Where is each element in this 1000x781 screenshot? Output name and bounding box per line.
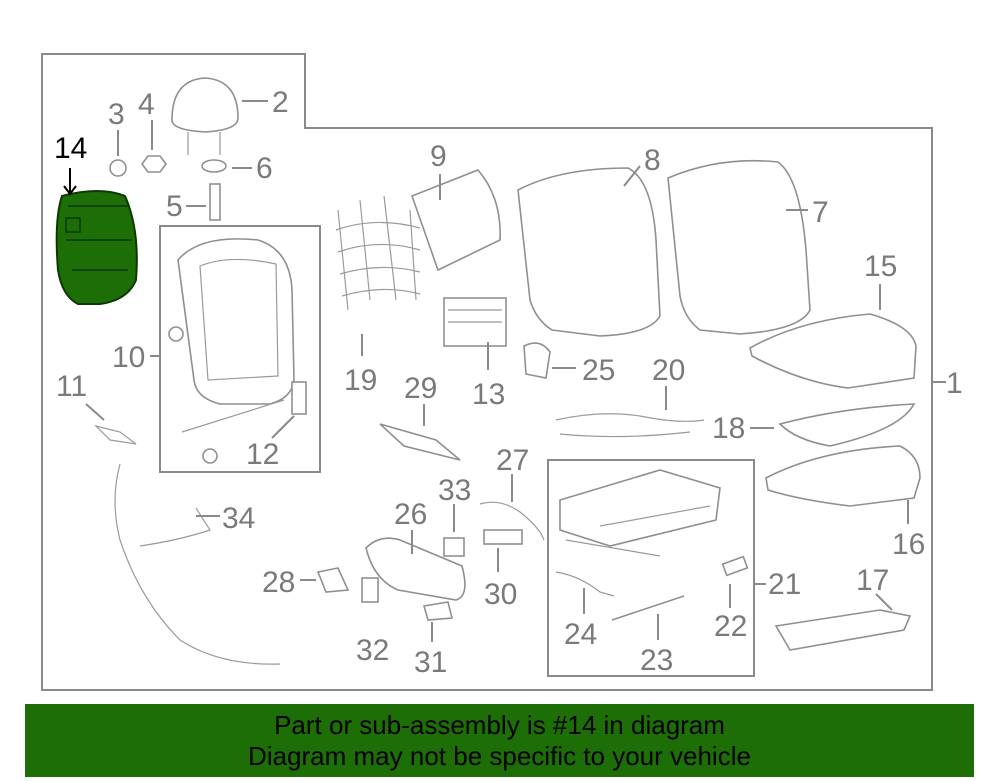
callout-9: 9 xyxy=(430,140,447,173)
part-4-nut xyxy=(141,155,167,173)
part-21-seat-adjuster xyxy=(559,469,721,547)
part-33-switch xyxy=(443,537,465,557)
callout-17: 17 xyxy=(856,564,889,597)
part-13-module xyxy=(443,297,507,347)
part-14-cover[interactable] xyxy=(55,190,138,305)
callout-10: 10 xyxy=(112,341,145,374)
callout-25: 25 xyxy=(582,354,615,387)
callout-33: 33 xyxy=(438,474,471,507)
callout-6: 6 xyxy=(256,152,273,185)
callout-28: 28 xyxy=(262,566,295,599)
part-3-clip xyxy=(109,159,127,177)
banner-line-disclaimer: Diagram may not be specific to your vehi… xyxy=(248,741,751,771)
callout-31: 31 xyxy=(414,646,447,679)
callout-5: 5 xyxy=(166,190,183,223)
assembly-boundary xyxy=(41,53,933,691)
part-24-cable xyxy=(555,571,615,597)
part-15-cushion-top xyxy=(749,313,917,389)
callout-16: 16 xyxy=(892,528,925,561)
callout-11: 11 xyxy=(56,370,87,403)
callout-30: 30 xyxy=(484,578,517,611)
part-20-harness xyxy=(555,413,705,438)
callout-23: 23 xyxy=(640,644,673,677)
callout-12: 12 xyxy=(246,438,279,471)
callout-14: 14 xyxy=(54,132,87,165)
part-11-clip xyxy=(94,424,137,445)
part-26-side-trim xyxy=(365,537,466,601)
callout-27: 27 xyxy=(496,444,529,477)
part-5-guide xyxy=(209,183,221,221)
part-9-back-panel xyxy=(410,169,501,272)
part-25-bracket xyxy=(523,342,551,379)
part-32-knob xyxy=(361,577,379,603)
part-17-track-cover xyxy=(774,609,912,651)
callout-3: 3 xyxy=(108,98,125,131)
callout-29: 29 xyxy=(404,372,437,405)
part-23-rod xyxy=(611,595,685,621)
part-6-grommet xyxy=(201,159,227,173)
callout-32: 32 xyxy=(356,634,389,667)
callout-22: 22 xyxy=(714,610,747,643)
callout-15: 15 xyxy=(864,250,897,283)
callout-8: 8 xyxy=(644,144,661,177)
info-banner: Part or sub-assembly is #14 in diagram D… xyxy=(25,704,974,777)
callout-19: 19 xyxy=(344,364,377,397)
callout-2: 2 xyxy=(272,86,289,119)
part-29-trim xyxy=(379,423,461,461)
callout-7: 7 xyxy=(812,196,829,229)
callout-1: 1 xyxy=(946,367,963,400)
callout-4: 4 xyxy=(138,88,155,121)
callout-21: 21 xyxy=(768,568,801,601)
banner-line-part: Part or sub-assembly is #14 in diagram xyxy=(274,710,725,740)
part-7-seatback-cover xyxy=(667,159,811,335)
callout-24: 24 xyxy=(564,618,597,651)
part-10-frame-box xyxy=(159,225,321,473)
callout-20: 20 xyxy=(652,354,685,387)
part-8-seatback-pad xyxy=(517,167,661,337)
seat-parts-diagram: 1 2 3 4 5 6 7 8 9 10 11 12 13 14 15 16 1… xyxy=(41,53,963,691)
callout-18: 18 xyxy=(712,412,745,445)
part-19-spring-grid xyxy=(335,195,421,311)
part-27-cable xyxy=(479,501,545,541)
callout-34: 34 xyxy=(222,502,255,535)
callout-13: 13 xyxy=(472,378,505,411)
callout-26: 26 xyxy=(394,498,427,531)
part-16-cushion xyxy=(765,445,921,507)
part-21-adjuster-box xyxy=(547,459,755,677)
part-30-switch xyxy=(483,529,523,545)
part-22-motor xyxy=(721,555,749,577)
part-2-headrest xyxy=(171,77,239,155)
part-31-bezel xyxy=(422,601,454,621)
part-18-pad xyxy=(778,403,916,447)
part-28-clip xyxy=(316,567,350,593)
part-34-harness xyxy=(114,463,281,665)
